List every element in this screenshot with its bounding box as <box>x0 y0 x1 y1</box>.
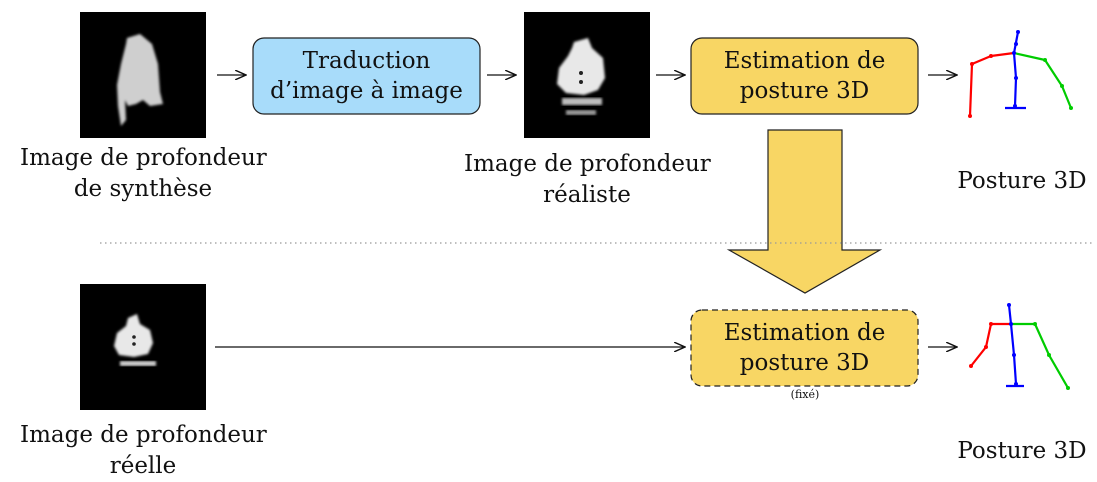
translation-label: Traduction d’image à image <box>253 38 480 114</box>
fixed-label: (fixé) <box>790 388 820 401</box>
real-caption: Image de profondeur réelle <box>20 420 267 482</box>
estimation-label-top: Estimation de posture 3D <box>691 38 918 114</box>
realistic-caption-line2: réaliste <box>543 182 631 208</box>
synthetic-depth-image <box>80 12 206 138</box>
synthetic-caption-line1: Image de profondeur <box>20 145 267 171</box>
pose-caption-top: Posture 3D <box>957 168 1087 194</box>
synthetic-caption: Image de profondeur de synthèse <box>20 143 267 205</box>
synthetic-caption-line2: de synthèse <box>73 176 213 202</box>
estimation-bottom-line2: posture 3D <box>739 350 870 376</box>
translation-label-line1: Traduction <box>302 48 431 74</box>
realistic-depth-image <box>524 12 650 138</box>
estimation-top-line2: posture 3D <box>739 78 870 104</box>
translation-box <box>252 37 481 115</box>
translation-label-line2: d’image à image <box>270 78 463 104</box>
realistic-caption-line1: Image de profondeur <box>464 151 711 177</box>
estimation-top-line1: Estimation de <box>723 48 886 74</box>
skeleton-3d-icon-bottom <box>969 303 1070 390</box>
estimation-box-bottom <box>690 309 919 387</box>
estimation-label-bottom: Estimation de posture 3D <box>691 310 918 386</box>
pose-caption-bottom: Posture 3D <box>957 438 1087 464</box>
estimation-bottom-line1: Estimation de <box>723 320 886 346</box>
estimation-box-top <box>690 37 919 115</box>
real-depth-image <box>80 284 206 410</box>
real-caption-line2: réelle <box>109 453 177 479</box>
big-down-arrow <box>726 129 883 294</box>
realistic-caption: Image de profondeur réaliste <box>464 149 711 211</box>
skeleton-3d-icon-top <box>968 30 1073 118</box>
real-caption-line1: Image de profondeur <box>20 422 267 448</box>
